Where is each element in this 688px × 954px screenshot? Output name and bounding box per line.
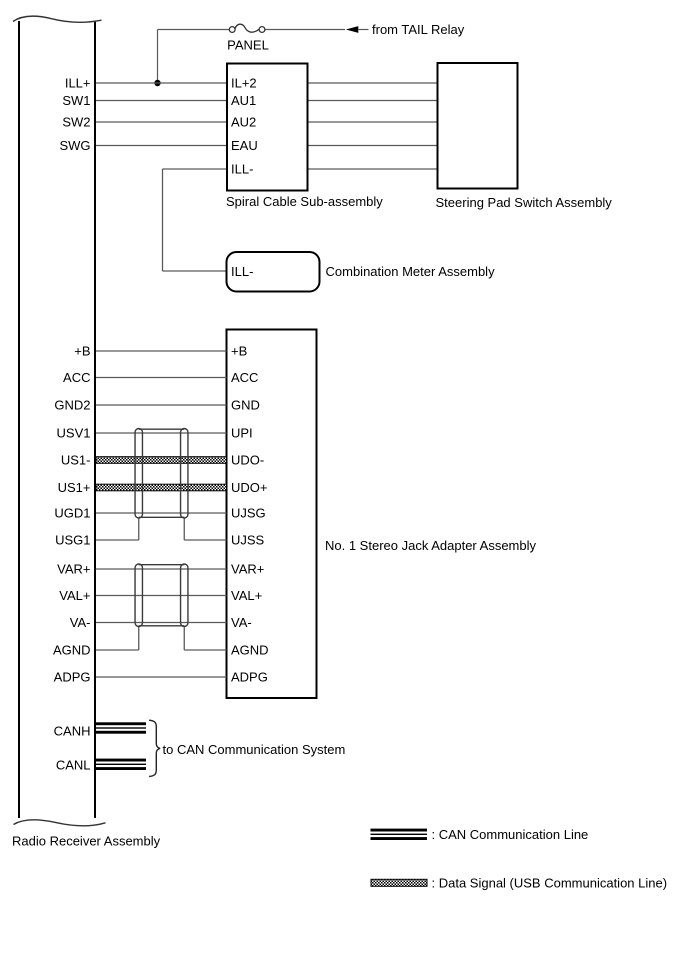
svg-text:VA-: VA- [231, 615, 252, 630]
svg-text:ILL-: ILL- [231, 264, 253, 279]
svg-text:VAR+: VAR+ [57, 561, 90, 576]
svg-text:USG1: USG1 [55, 532, 90, 547]
svg-text:ILL-: ILL- [231, 161, 253, 176]
svg-text:+B: +B [74, 343, 90, 358]
svg-text:VAL+: VAL+ [231, 588, 262, 603]
svg-text:Steering Pad Switch Assembly: Steering Pad Switch Assembly [436, 195, 613, 210]
svg-text:from TAIL Relay: from TAIL Relay [372, 22, 465, 37]
svg-text:PANEL: PANEL [227, 37, 269, 52]
svg-text:VAR+: VAR+ [231, 561, 264, 576]
svg-text:UJSS: UJSS [231, 532, 265, 547]
svg-text:GND2: GND2 [54, 397, 90, 412]
svg-text:CANH: CANH [54, 724, 91, 739]
svg-text:UJSG: UJSG [231, 505, 266, 520]
svg-text:ADPG: ADPG [54, 669, 91, 684]
svg-text:UDO-: UDO- [231, 452, 264, 467]
svg-text:AU1: AU1 [231, 93, 256, 108]
svg-text:CANL: CANL [56, 758, 91, 773]
svg-text:US1+: US1+ [58, 480, 91, 495]
svg-text:AU2: AU2 [231, 114, 256, 129]
svg-text:ACC: ACC [63, 370, 90, 385]
svg-text:SW2: SW2 [62, 114, 90, 129]
svg-text:GND: GND [231, 397, 260, 412]
svg-text:AGND: AGND [231, 642, 269, 657]
svg-text:AGND: AGND [53, 642, 91, 657]
svg-text:EAU: EAU [231, 138, 258, 153]
svg-text:USV1: USV1 [57, 425, 91, 440]
svg-text:No. 1 Stereo Jack Adapter Asse: No. 1 Stereo Jack Adapter Assembly [325, 538, 536, 553]
svg-text:to CAN Communication System: to CAN Communication System [163, 742, 346, 757]
svg-text:ILL+: ILL+ [65, 75, 91, 90]
svg-text:UDO+: UDO+ [231, 480, 267, 495]
svg-text:UGD1: UGD1 [54, 505, 90, 520]
svg-text:Radio Receiver Assembly: Radio Receiver Assembly [12, 834, 161, 849]
svg-text:IL+2: IL+2 [231, 75, 257, 90]
svg-text:: Data Signal (USB Communicati: : Data Signal (USB Communication Line) [432, 875, 668, 890]
svg-text:ACC: ACC [231, 370, 258, 385]
svg-text:+B: +B [231, 343, 247, 358]
svg-text:ADPG: ADPG [231, 669, 268, 684]
svg-text:Combination Meter Assembly: Combination Meter Assembly [326, 264, 496, 279]
svg-text:US1-: US1- [61, 452, 91, 467]
svg-text:VAL+: VAL+ [59, 588, 90, 603]
svg-text:VA-: VA- [70, 615, 91, 630]
svg-text:SW1: SW1 [62, 93, 90, 108]
svg-text:: CAN Communication Line: : CAN Communication Line [432, 827, 589, 842]
svg-text:SWG: SWG [59, 138, 90, 153]
svg-text:Spiral Cable Sub-assembly: Spiral Cable Sub-assembly [226, 194, 383, 209]
svg-text:UPI: UPI [231, 425, 253, 440]
